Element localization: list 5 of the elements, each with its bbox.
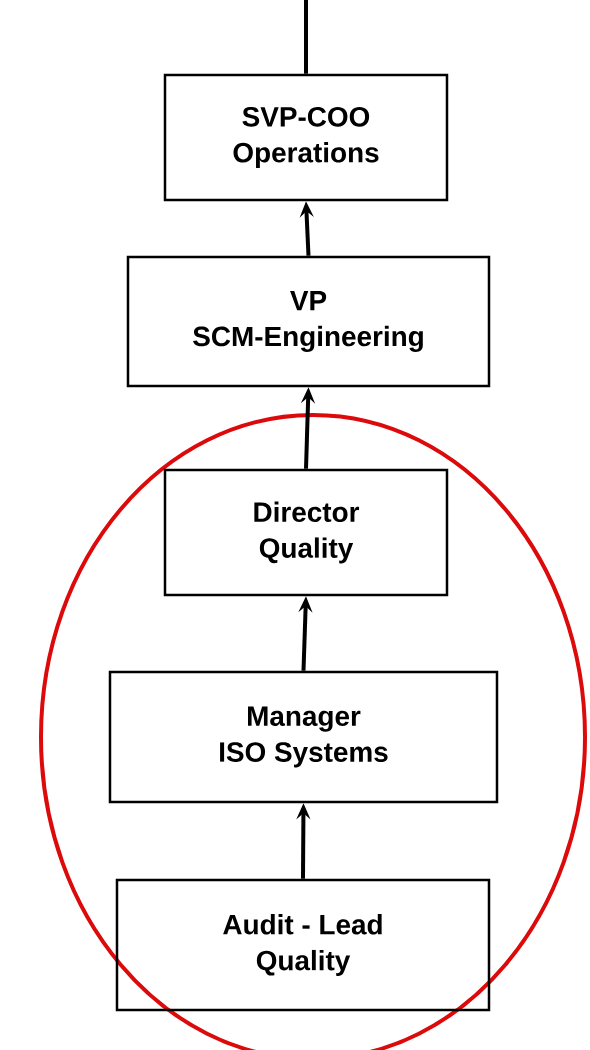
role-box: Manager ISO Systems — [108, 670, 499, 804]
role-box: VP SCM-Engineering — [126, 255, 491, 388]
role-box: Director Quality — [163, 468, 449, 597]
role-box: Audit - Lead Quality — [115, 878, 491, 1012]
role-box: SVP-COO Operations — [163, 73, 449, 202]
